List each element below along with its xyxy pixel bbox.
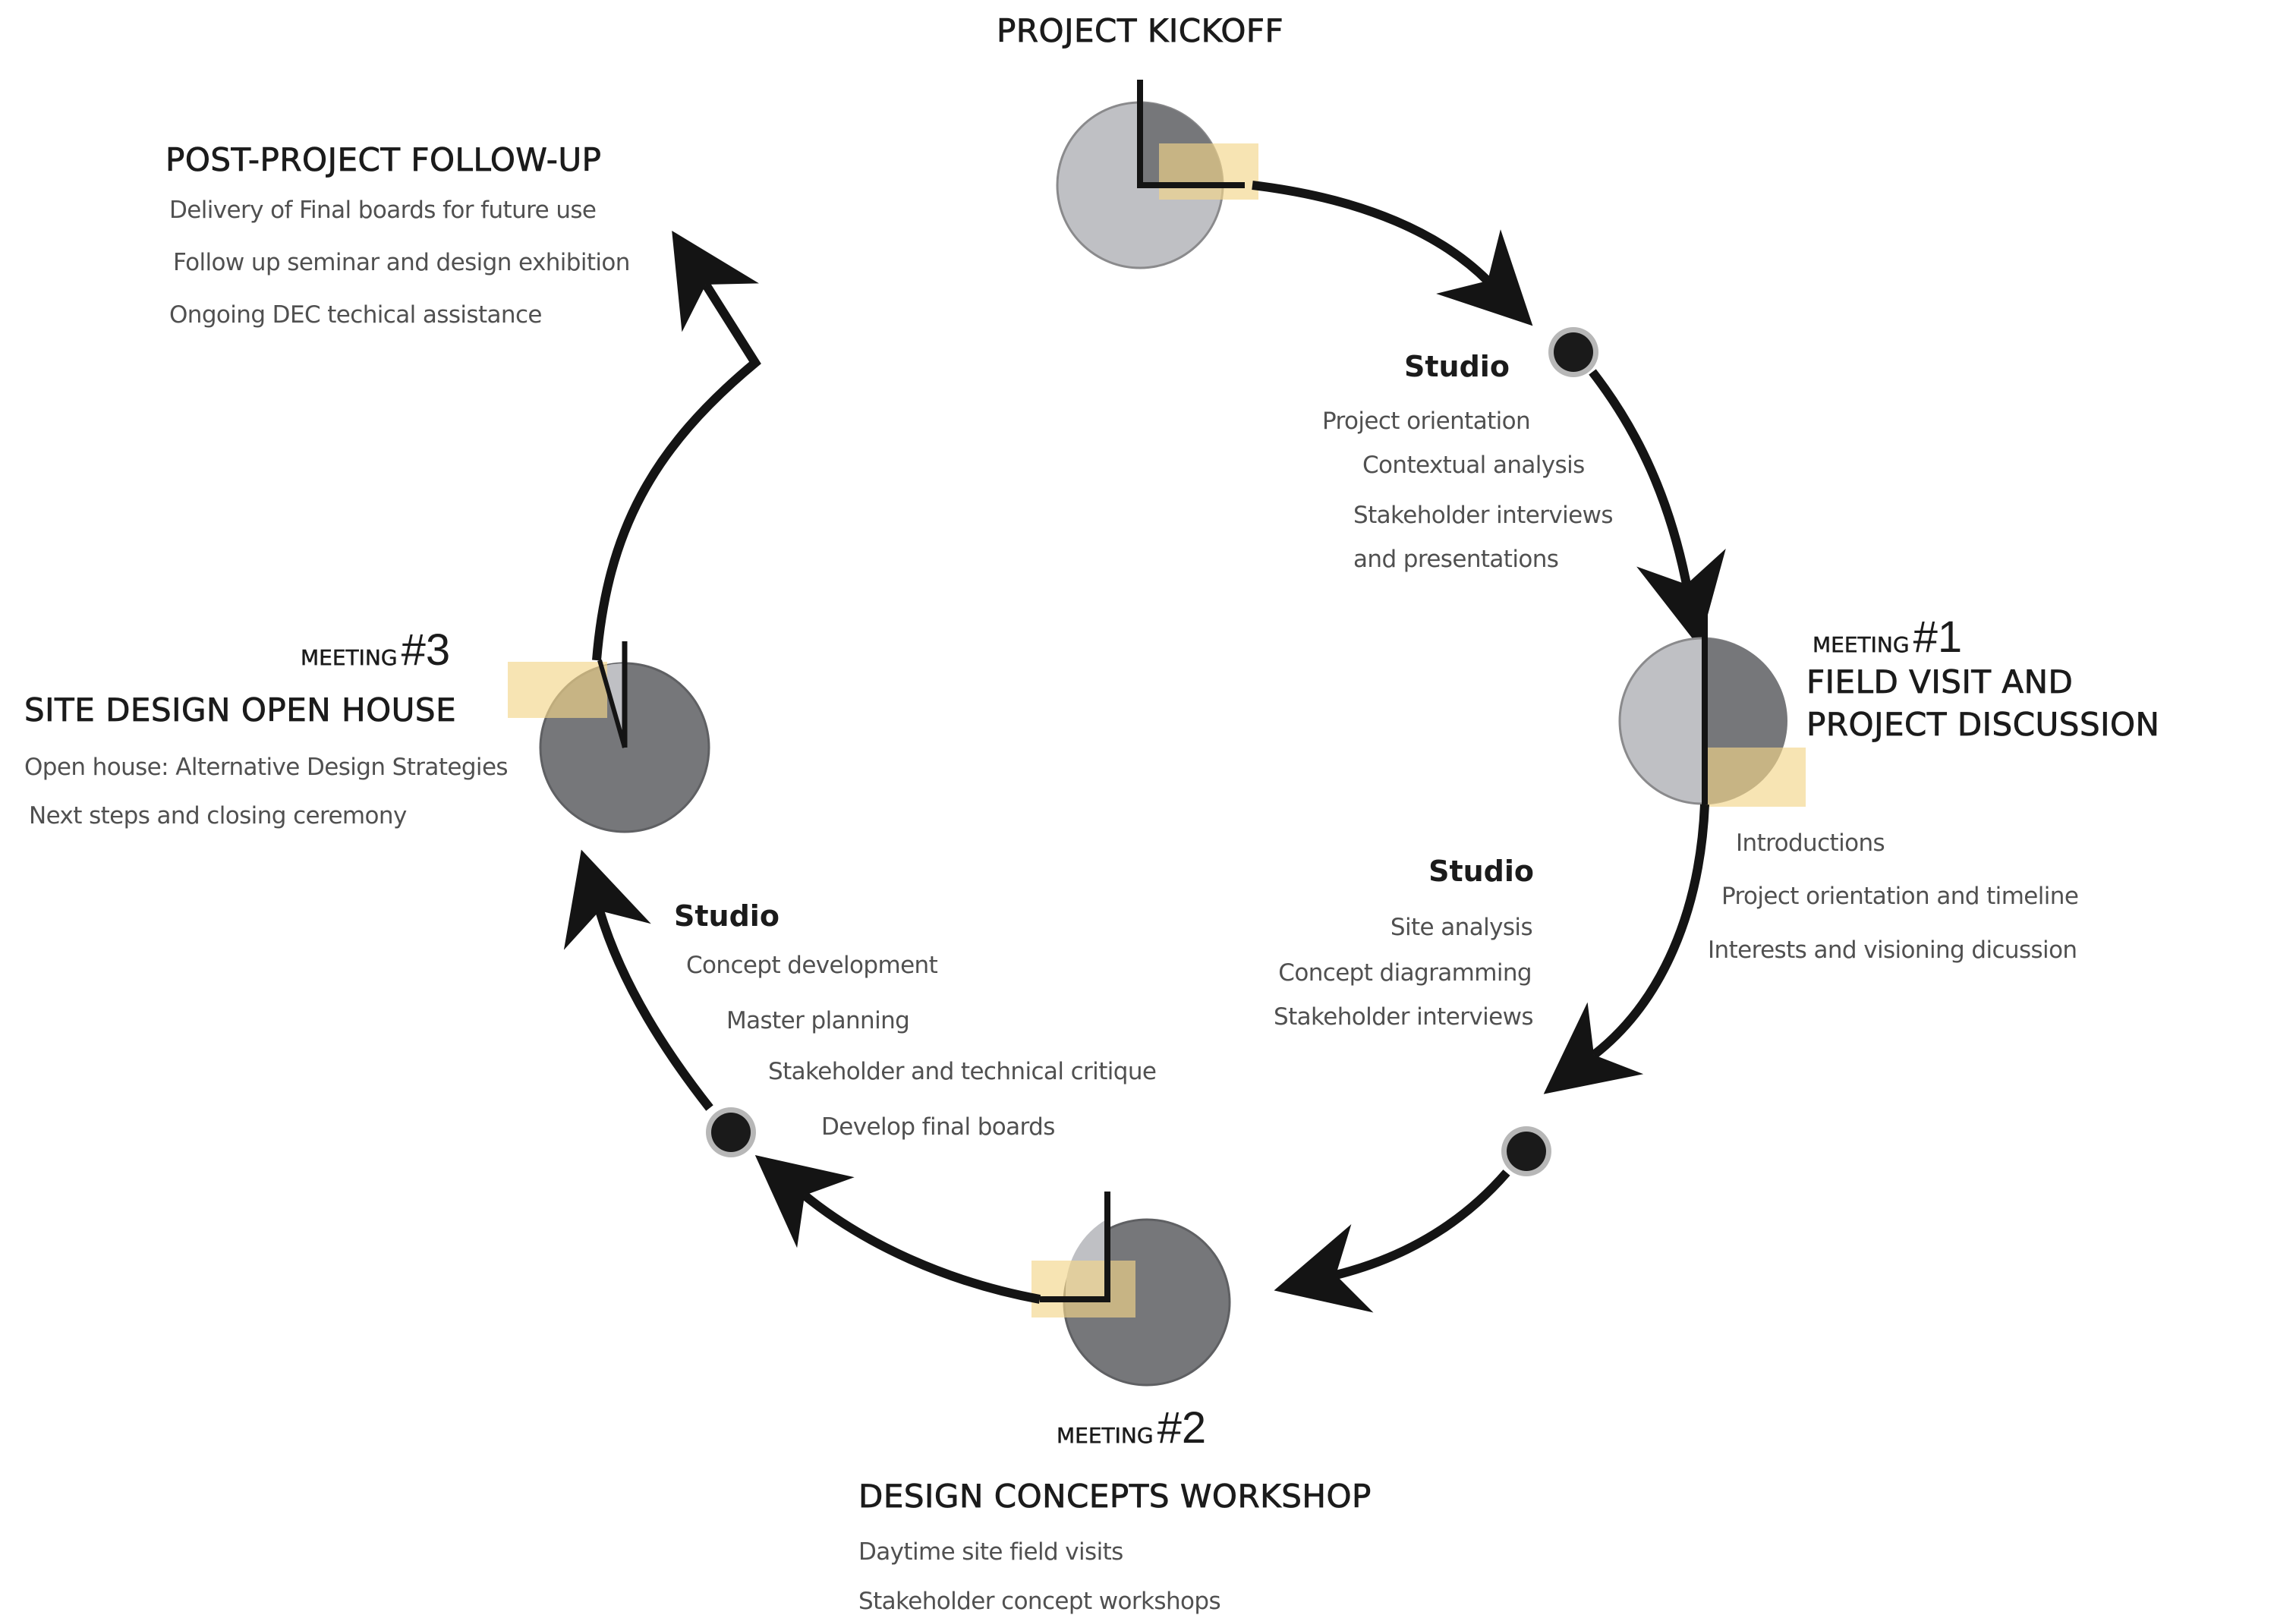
arrow-studio3-to-meeting3 bbox=[563, 849, 713, 1111]
kickoff-pie-icon bbox=[1056, 80, 1258, 269]
meeting-3-number: #3 bbox=[401, 625, 451, 675]
arrow-meeting2-to-studio bbox=[754, 1155, 1041, 1304]
studio-2-title: Studio bbox=[1428, 855, 1534, 888]
meeting-3-title: SITE DESIGN OPEN HOUSE bbox=[24, 691, 457, 729]
meeting-1-item: Project orientation and timeline bbox=[1721, 883, 2079, 910]
meeting-1-title-line1: FIELD VISIT AND bbox=[1806, 663, 2074, 701]
meeting-2-item: Stakeholder concept workshops bbox=[858, 1588, 1221, 1615]
kickoff-highlight bbox=[1159, 143, 1258, 200]
follow-up-item: Delivery of Final boards for future use bbox=[169, 197, 597, 224]
meeting-3-label: MEETING #3 bbox=[301, 625, 450, 675]
studio-3-item: Develop final boards bbox=[821, 1113, 1055, 1141]
studio-1-item: and presentations bbox=[1353, 546, 1559, 573]
studio-2-item: Concept diagramming bbox=[1278, 959, 1532, 987]
studio-1-item: Stakeholder interviews bbox=[1353, 502, 1614, 529]
studio-2-item: Stakeholder interviews bbox=[1274, 1003, 1534, 1031]
meeting-1-word: MEETING bbox=[1813, 632, 1910, 658]
arrow-meeting3-to-follow-up bbox=[592, 230, 761, 661]
meeting-2-item: Daytime site field visits bbox=[858, 1538, 1123, 1566]
follow-up-item: Follow up seminar and design exhibition bbox=[173, 249, 630, 276]
follow-up-item: Ongoing DEC techical assistance bbox=[169, 301, 542, 329]
meeting-2-highlight bbox=[1031, 1261, 1135, 1318]
studio-2-item: Site analysis bbox=[1390, 914, 1533, 941]
studio-3-item: Concept development bbox=[686, 952, 938, 979]
meeting-1-label: MEETING #1 bbox=[1813, 612, 1962, 663]
studio-1-item: Contextual analysis bbox=[1362, 452, 1585, 479]
studio-1-dot-icon bbox=[1548, 327, 1598, 377]
meeting-3-word: MEETING bbox=[301, 645, 398, 671]
studio-2-dot-icon bbox=[1501, 1126, 1551, 1176]
meeting-2-title: DESIGN CONCEPTS WORKSHOP bbox=[858, 1478, 1372, 1516]
arrow-studio2-to-meeting2 bbox=[1274, 1170, 1510, 1313]
arrow-kickoff-to-studio bbox=[1252, 181, 1533, 326]
studio-3-item: Stakeholder and technical critique bbox=[768, 1058, 1157, 1085]
meeting-1-pie-icon bbox=[1618, 615, 1806, 807]
arrow-studio1-to-meeting1 bbox=[1589, 369, 1726, 647]
meeting-2-label: MEETING #2 bbox=[1057, 1402, 1206, 1453]
meeting-1-item: Interests and visioning dicussion bbox=[1708, 937, 2077, 964]
meeting-1-highlight bbox=[1705, 748, 1806, 807]
meeting-1-item: Introductions bbox=[1736, 830, 1885, 857]
meeting-1-number: #1 bbox=[1913, 612, 1963, 662]
meeting-2-pie-icon bbox=[1031, 1192, 1231, 1387]
arrow-meeting1-to-studio bbox=[1543, 804, 1709, 1094]
kickoff-title: PROJECT KICKOFF bbox=[997, 12, 1284, 50]
studio-1-item: Project orientation bbox=[1322, 408, 1531, 435]
meeting-3-item: Next steps and closing ceremony bbox=[29, 802, 407, 830]
studio-3-title: Studio bbox=[674, 899, 780, 933]
follow-up-title: POST-PROJECT FOLLOW-UP bbox=[165, 141, 602, 179]
meeting-2-word: MEETING bbox=[1057, 1423, 1154, 1449]
meeting-1-title-line2: PROJECT DISCUSSION bbox=[1806, 706, 2160, 744]
meeting-3-pie-icon bbox=[508, 641, 710, 833]
meeting-2-number: #2 bbox=[1157, 1403, 1207, 1453]
studio-3-item: Master planning bbox=[726, 1007, 910, 1034]
studio-1-title: Studio bbox=[1404, 350, 1510, 383]
meeting-3-highlight bbox=[508, 662, 607, 718]
meeting-3-item: Open house: Alternative Design Strategie… bbox=[24, 754, 509, 781]
studio-3-dot-icon bbox=[706, 1107, 756, 1157]
